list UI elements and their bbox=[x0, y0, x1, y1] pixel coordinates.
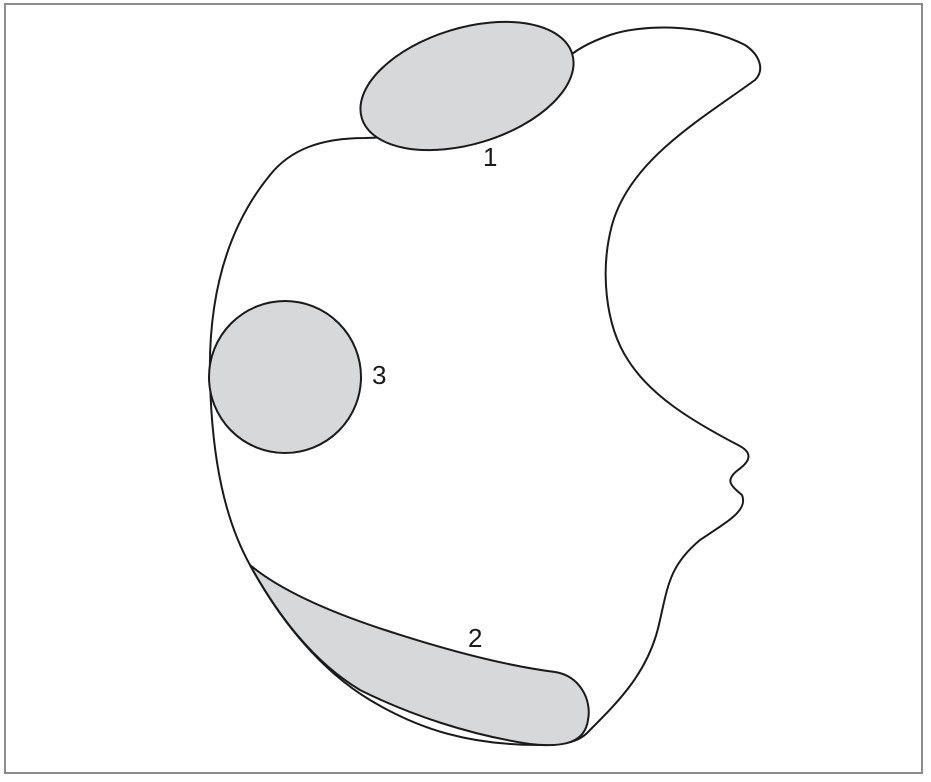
region-1-label: 1 bbox=[483, 142, 497, 172]
region-2-label: 2 bbox=[468, 623, 482, 653]
region-3-label: 3 bbox=[372, 360, 386, 390]
region-3-circle bbox=[209, 301, 361, 453]
